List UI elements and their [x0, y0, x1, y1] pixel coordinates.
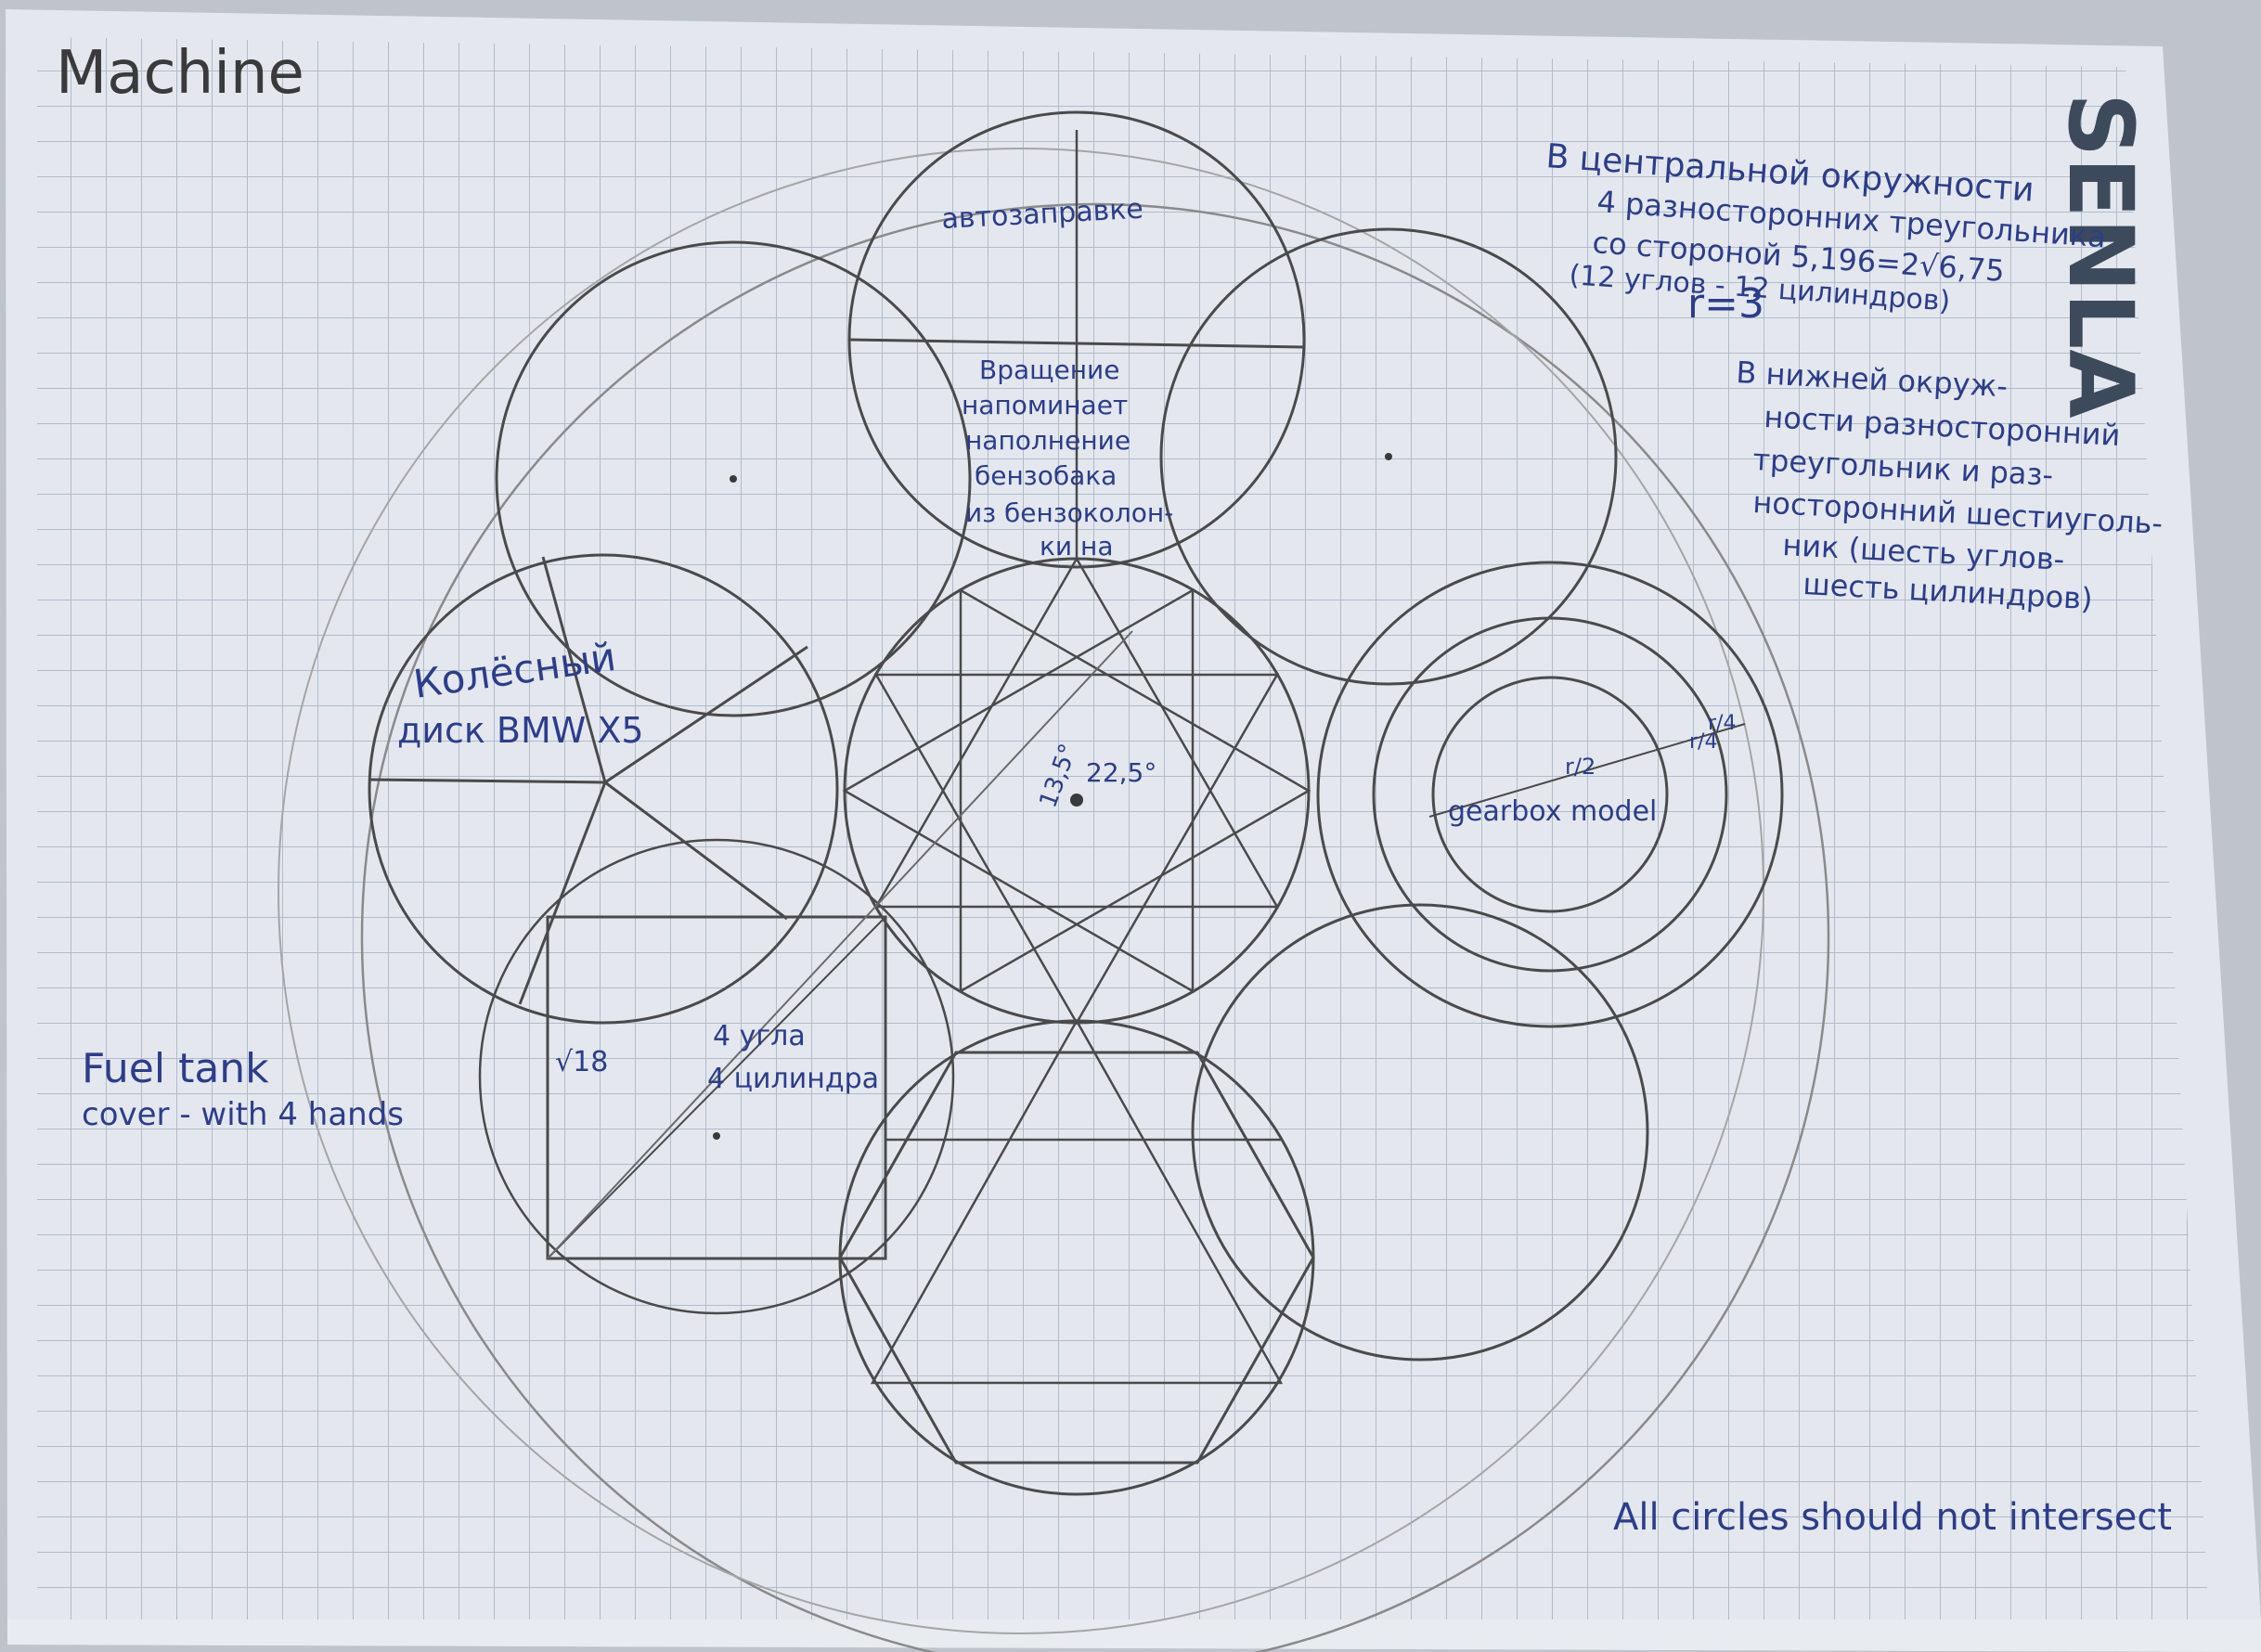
gearbox-radius-line: [1428, 723, 1746, 818]
fuel-tank-label: Fuel tank cover - with 4 hands: [82, 1045, 404, 1133]
wheel-label-line-2: диск BMW X5: [397, 710, 644, 751]
footer-note: All circles should not intersect: [1613, 1496, 2172, 1539]
wheel-spoke-1: [368, 778, 606, 784]
bottom-hexagon: [838, 1051, 1315, 1465]
rotation-line-1: Вращение: [979, 355, 1119, 385]
outer-circle: [360, 202, 1830, 1652]
wheel-spoke-3: [604, 645, 808, 784]
upper-left-circle: [495, 240, 972, 717]
upper-right-circle: [1159, 227, 1618, 686]
title-group: Machine: [56, 39, 304, 108]
star-triangle-2: [873, 673, 1280, 1026]
rotation-line-2: напоминает: [962, 390, 1128, 420]
gearbox-outer-circle: [1316, 561, 1784, 1028]
center-point: [1070, 794, 1083, 807]
lower-right-circle: [1191, 903, 1649, 1362]
wheel-spoke-2: [541, 556, 607, 783]
star-triangle-3: [842, 587, 1195, 994]
paper-bottom-margin: [7, 1620, 2261, 1652]
lower-left-center-point: [713, 1132, 720, 1140]
radius-note: r=3: [1687, 280, 1764, 328]
star-triangle-1: [873, 556, 1280, 909]
wheel-spoke-4: [518, 781, 607, 1005]
outer-faint-circle: [278, 148, 1764, 1634]
star-triangle-4: [959, 587, 1311, 994]
upper-right-center-point: [1385, 453, 1392, 460]
rotation-line-6: ки на: [1040, 531, 1113, 561]
bottom-triangle: [870, 1018, 1284, 1385]
lower-left-circle: [478, 838, 955, 1315]
angle-label-b: 22,5°: [1086, 757, 1156, 788]
square-long-diagonal: [547, 630, 1133, 1259]
rotation-line-3: наполнение: [965, 425, 1130, 456]
corners-label-line-2: 4 цилиндра: [707, 1063, 879, 1095]
rotation-line-4: бензобака: [975, 460, 1117, 491]
gearbox-r2-label: r/2: [1565, 754, 1596, 780]
upper-left-center-point: [730, 475, 737, 483]
fuel-tank-line-2: cover - with 4 hands: [82, 1096, 404, 1133]
gearbox-r4b-label: r/4: [1708, 712, 1736, 735]
wheel-circle: [368, 553, 839, 1025]
gearbox-inner-circle: [1431, 676, 1669, 913]
geometric-machine-drawing: [278, 110, 1830, 1652]
corners-label-line-1: 4 угла: [713, 1020, 806, 1052]
rotation-line-5: из бензоколон-: [965, 497, 1173, 528]
gearbox-label: gearbox model: [1448, 795, 1657, 828]
page-title: Machine: [56, 39, 304, 108]
square-diagonal: [547, 916, 886, 1259]
brand-logo-text: SENLA: [2048, 93, 2152, 419]
fuel-tank-line-1: Fuel tank: [82, 1045, 269, 1092]
rotation-note: Вращение напоминает наполнение бензобака…: [962, 355, 1173, 561]
gearbox-r4a-label: r/4: [1689, 730, 1717, 754]
square-side-label: √18: [555, 1046, 608, 1078]
gearbox-middle-circle: [1372, 616, 1728, 973]
wheel-spoke-5: [604, 781, 788, 921]
fuel-tank-square: [546, 915, 887, 1260]
